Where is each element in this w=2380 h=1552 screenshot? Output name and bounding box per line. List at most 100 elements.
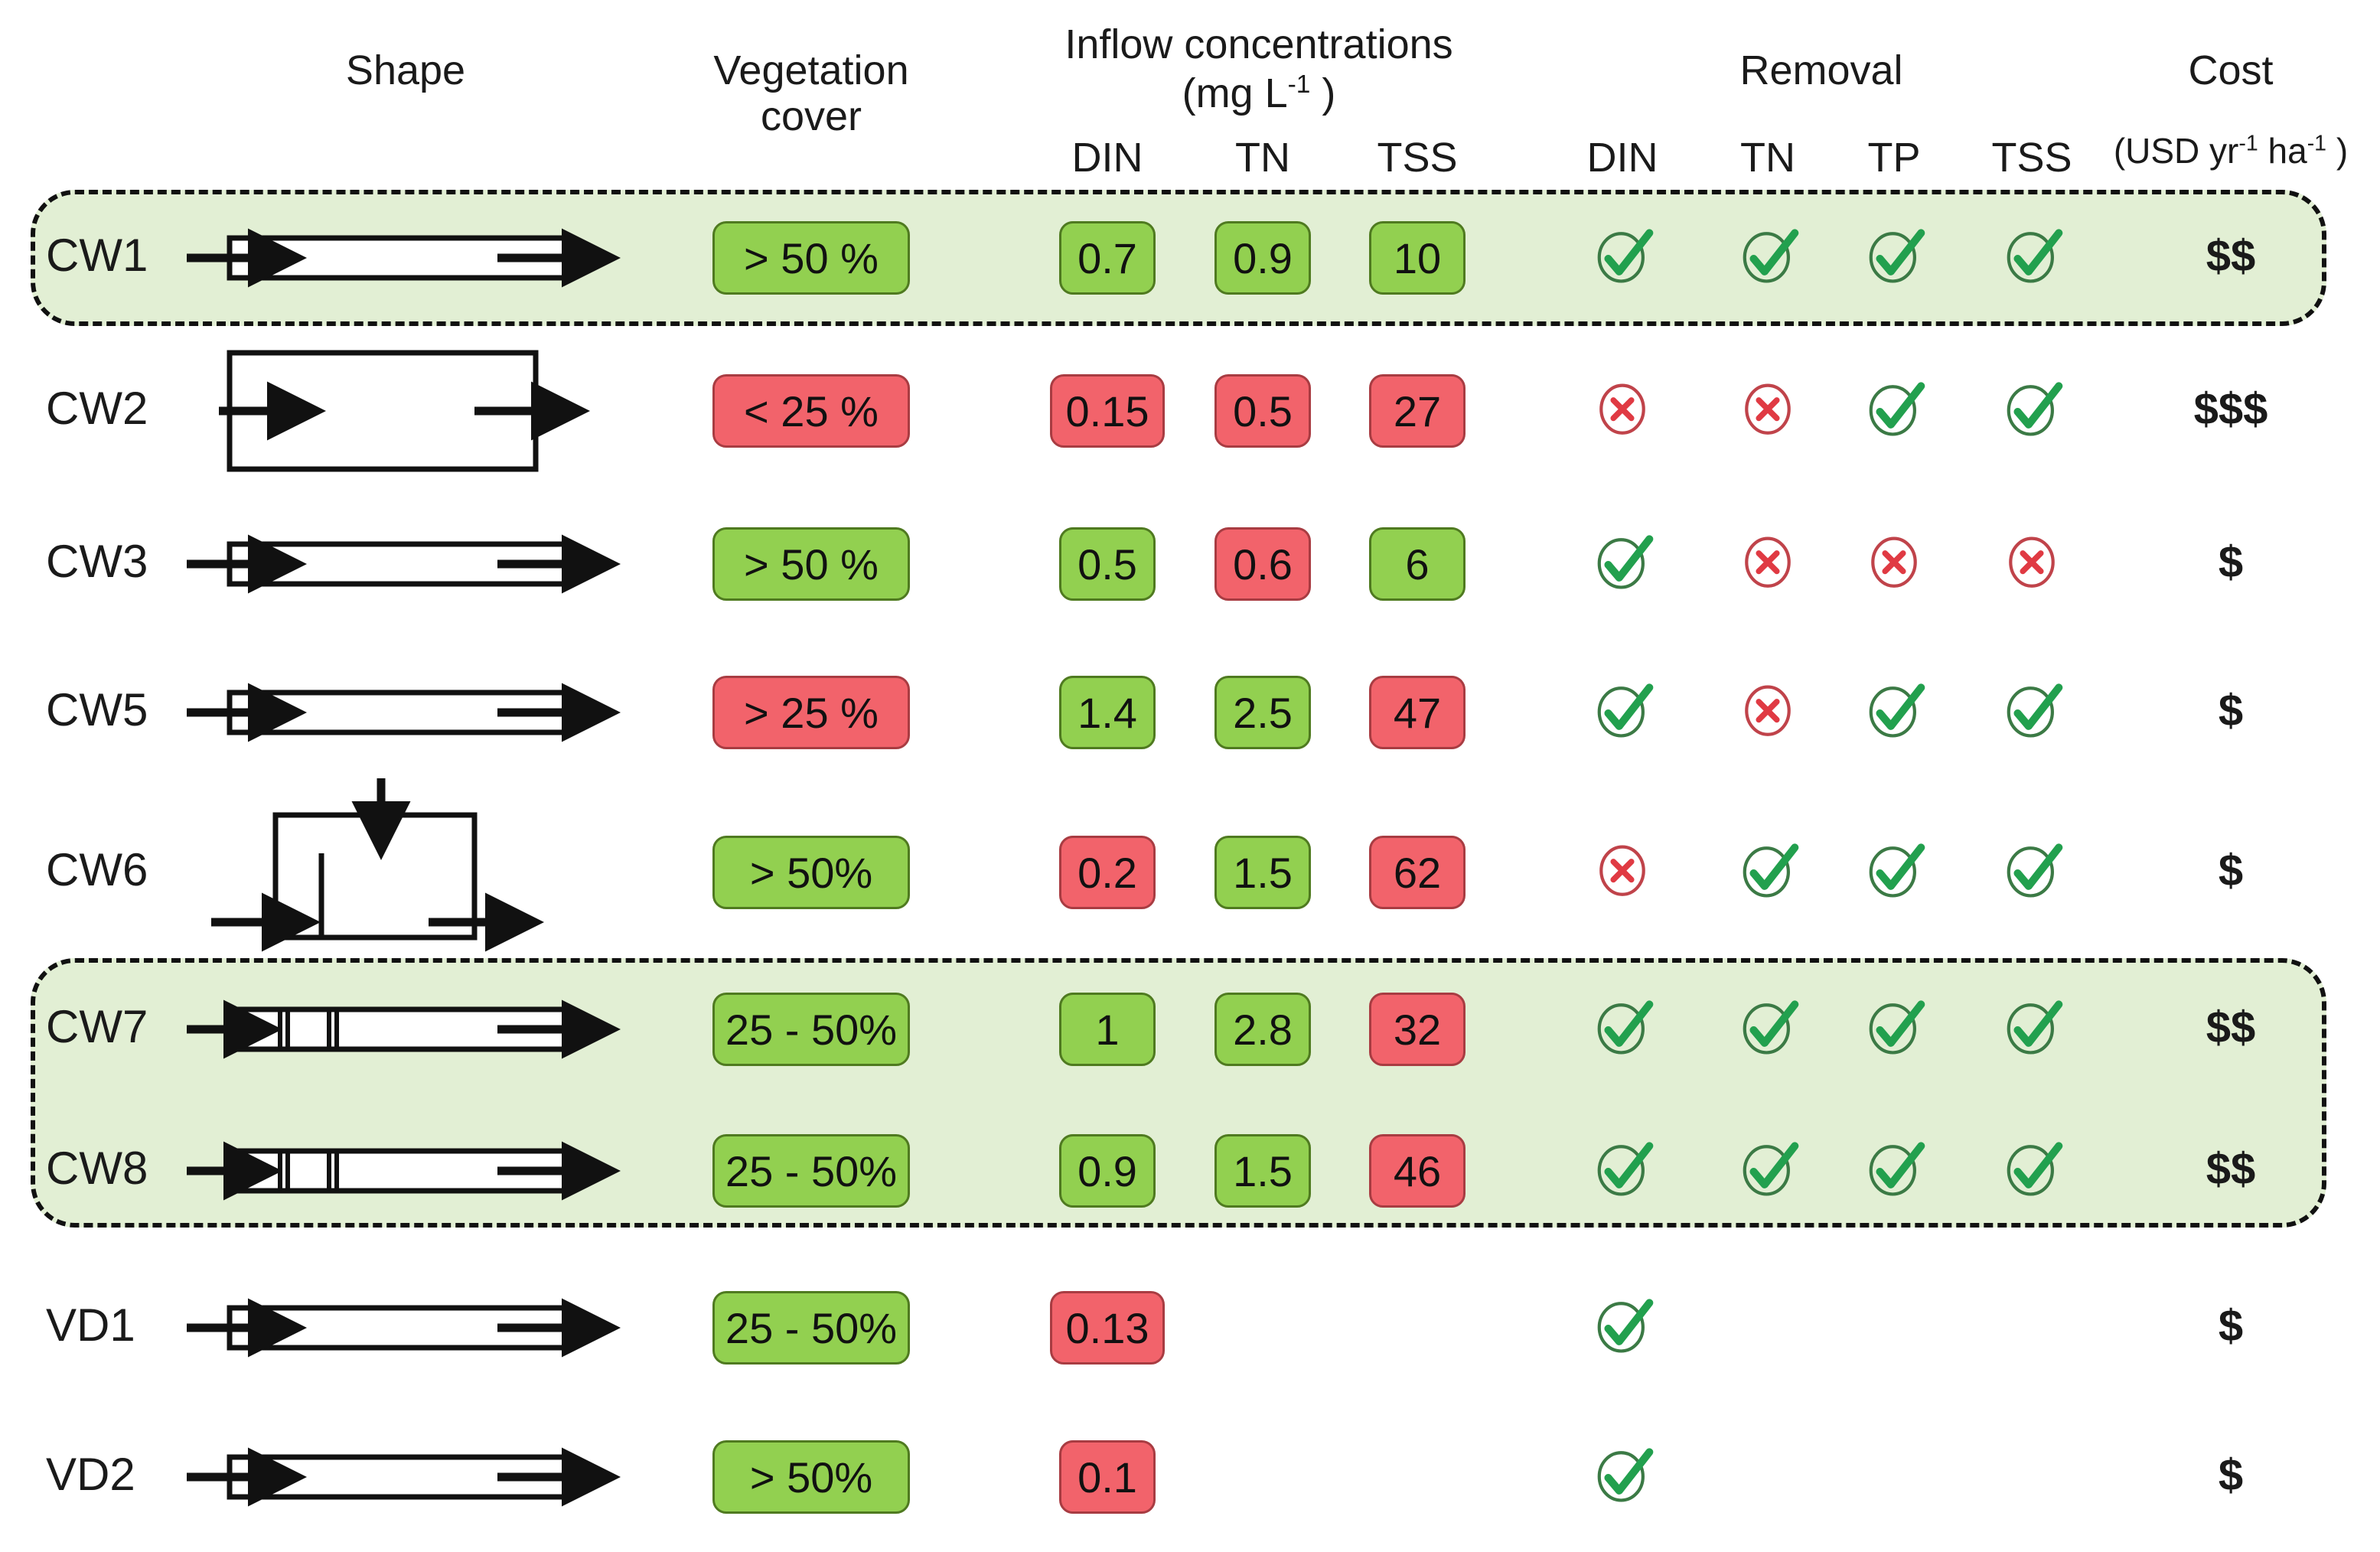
removal-tn-mark-check-circle-icon [1736,223,1800,287]
inflow-tn-pill: 1.5 [1214,1134,1311,1208]
inflow-tn-pill: 1.5 [1214,836,1311,909]
cost-value: $ [2218,846,2244,895]
removal-tn-mark-cross-circle-icon [1736,376,1800,440]
removal-tss-mark-check-circle-icon [2000,994,2064,1058]
removal-tp-mark-cross-circle-icon [1862,529,1926,593]
shape-diagram-tall-basin [184,342,620,480]
header-inflow-units: (mg L-1 ) [1182,70,1336,117]
inflow-din-pill: 0.15 [1050,374,1165,448]
removal-tn-mark-check-circle-icon [1736,994,1800,1058]
removal-tn-mark-cross-circle-icon [1736,677,1800,742]
cost-value: $ [2218,686,2244,735]
inflow-tn-pill: 0.9 [1214,221,1311,295]
header-inflow-tss: TSS [1377,135,1458,181]
shape-diagram-thin-channel [184,1282,621,1374]
removal-tp-mark-check-circle-icon [1862,223,1926,287]
shape-diagram-thin-channel [184,1431,621,1523]
row-label-cw2: CW2 [46,383,148,434]
header-removal-din: DIN [1586,135,1658,181]
removal-tp-mark-check-circle-icon [1862,994,1926,1058]
cost-value: $$ [2206,1144,2256,1194]
inflow-tss-pill: 32 [1369,993,1465,1066]
inflow-tn-pill: 2.8 [1214,993,1311,1066]
cost-value: $$ [2206,1003,2256,1052]
inflow-din-pill: 0.13 [1050,1291,1165,1365]
shape-diagram-channel-dividers [184,1125,621,1217]
cost-value: $ [2218,1450,2244,1500]
removal-tss-mark-check-circle-icon [2000,677,2064,742]
inflow-din-pill: 0.9 [1059,1134,1156,1208]
vegetation-cover-pill: < 25 % [712,374,910,448]
header-shape-label: Shape [345,47,466,93]
vegetation-cover-pill: > 25 % [712,676,910,749]
row-label-cw8: CW8 [46,1143,148,1194]
removal-tss-mark-check-circle-icon [2000,376,2064,440]
row-label-vd1: VD1 [46,1299,135,1351]
removal-din-mark-check-circle-icon [1590,1136,1655,1200]
header-removal-tn: TN [1740,135,1795,181]
row-label-cw6: CW6 [46,844,148,895]
removal-din-mark-check-circle-icon [1590,529,1655,593]
vegetation-cover-pill: 25 - 50% [712,1291,910,1365]
removal-tn-mark-check-circle-icon [1736,1136,1800,1200]
header-vegetation-cover: Vegetation cover [658,47,964,140]
shape-diagram-thin-channel [184,667,621,758]
header-shape: Shape [253,47,559,93]
inflow-tss-pill: 62 [1369,836,1465,909]
shape-diagram-thin-channel [184,518,621,610]
inflow-tss-pill: 10 [1369,221,1465,295]
inflow-tss-pill: 46 [1369,1134,1465,1208]
inflow-tn-pill: 0.5 [1214,374,1311,448]
shape-diagram-thin-channel [184,212,621,304]
inflow-tn-pill: 2.5 [1214,676,1311,749]
removal-din-mark-check-circle-icon [1590,1293,1655,1357]
removal-din-mark-cross-circle-icon [1590,376,1655,440]
row-label-vd2: VD2 [46,1449,135,1500]
header-inflow-title: Inflow concentrations [1064,21,1453,67]
vegetation-cover-pill: > 50% [712,836,910,909]
inflow-tss-pill: 47 [1369,676,1465,749]
header-removal-tp: TP [1867,135,1921,181]
vegetation-cover-pill: 25 - 50% [712,1134,910,1208]
removal-tss-mark-check-circle-icon [2000,837,2064,902]
row-label-cw1: CW1 [46,230,148,281]
header-inflow-concentrations: Inflow concentrations (mg L-1 ) [957,21,1561,117]
row-label-cw5: CW5 [46,684,148,735]
cost-value: $ [2218,1301,2244,1351]
shape-diagram-square-baffle [184,778,620,953]
removal-tss-mark-check-circle-icon [2000,1136,2064,1200]
removal-tss-mark-cross-circle-icon [2000,529,2064,593]
inflow-din-pill: 0.5 [1059,527,1156,601]
inflow-din-pill: 0.1 [1059,1440,1156,1514]
inflow-din-pill: 1 [1059,993,1156,1066]
vegetation-cover-pill: > 50 % [712,527,910,601]
removal-tp-mark-check-circle-icon [1862,1136,1926,1200]
removal-tp-mark-check-circle-icon [1862,837,1926,902]
removal-din-mark-check-circle-icon [1590,994,1655,1058]
removal-din-mark-cross-circle-icon [1590,837,1655,902]
removal-din-mark-check-circle-icon [1590,1442,1655,1506]
inflow-tn-pill: 0.6 [1214,527,1311,601]
removal-tn-mark-cross-circle-icon [1736,529,1800,593]
row-label-cw7: CW7 [46,1001,148,1052]
row-label-cw3: CW3 [46,536,148,587]
inflow-din-pill: 1.4 [1059,676,1156,749]
removal-din-mark-check-circle-icon [1590,677,1655,742]
vegetation-cover-pill: > 50 % [712,221,910,295]
cost-value: $$$ [2193,384,2268,434]
header-removal-tss: TSS [1991,135,2072,181]
removal-tp-mark-check-circle-icon [1862,677,1926,742]
inflow-tss-pill: 27 [1369,374,1465,448]
inflow-din-pill: 0.2 [1059,836,1156,909]
removal-tp-mark-check-circle-icon [1862,376,1926,440]
cost-value: $$ [2206,231,2256,281]
header-cost: Cost [2188,47,2274,93]
header-vegetation-line2: cover [760,93,862,140]
inflow-din-pill: 0.7 [1059,221,1156,295]
header-removal: Removal [1739,47,1903,93]
removal-tss-mark-check-circle-icon [2000,223,2064,287]
shape-diagram-channel-dividers [184,983,621,1075]
removal-tn-mark-check-circle-icon [1736,837,1800,902]
vegetation-cover-pill: 25 - 50% [712,993,910,1066]
